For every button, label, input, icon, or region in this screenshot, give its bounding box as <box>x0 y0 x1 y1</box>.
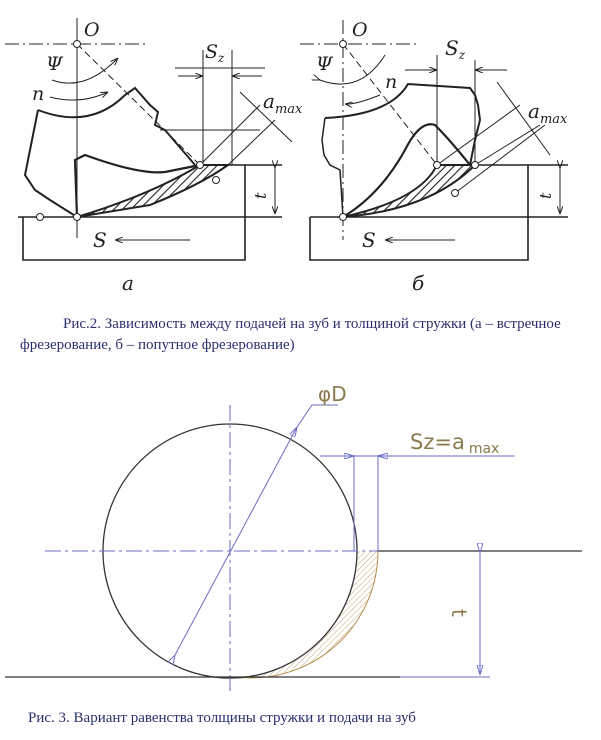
label-t: t <box>536 192 555 199</box>
figure-2-caption-line1: Рис.2. Зависимость между подачей на зуб … <box>63 316 561 332</box>
label-o: O <box>352 19 368 41</box>
label-psi: Ψ <box>316 53 334 75</box>
figure-2-caption-line2: фрезерование, б – попутное фрезерование) <box>20 337 295 353</box>
figure-2b-climbmilling: O Ψ n Sz amax t S б <box>300 19 568 295</box>
label-o: O <box>84 19 100 41</box>
figure-2a-upmilling: O Ψ n Sz amax t S a <box>5 18 303 295</box>
label-amax: amax <box>263 89 303 117</box>
figure-3-caption: Рис. 3. Вариант равенства толщины стружк… <box>28 710 416 726</box>
label-n: n <box>32 83 44 105</box>
label-psi: Ψ <box>46 53 64 75</box>
label-feed-s: S <box>93 228 107 252</box>
label-sz: Sz <box>205 41 225 65</box>
label-sz: Sz <box>445 36 466 62</box>
label-t: t <box>251 192 270 199</box>
label-diameter: φD <box>318 382 347 406</box>
label-n: n <box>385 71 397 93</box>
sublabel-b: б <box>412 271 425 295</box>
label-amax: amax <box>528 99 568 127</box>
label-t: t <box>447 609 471 617</box>
sublabel-a: a <box>122 271 134 295</box>
label-feed-s: S <box>362 228 376 252</box>
